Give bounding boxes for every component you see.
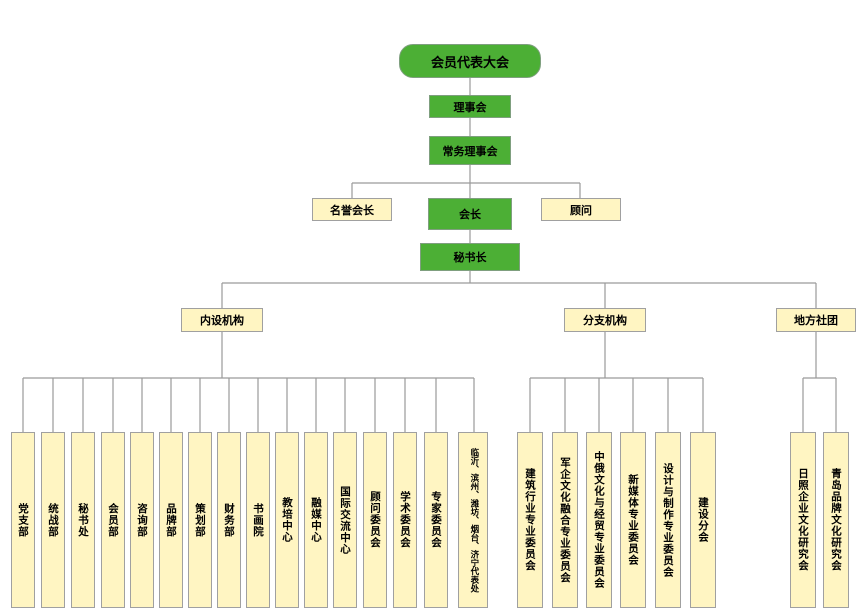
branch-unit: 中俄文化与经贸专业委员会 [586,432,612,608]
internal-unit: 咨询部 [130,432,154,608]
standing-council-node: 常务理事会 [429,136,511,165]
assembly-node: 会员代表大会 [399,44,541,78]
internal-unit: 专家委员会 [424,432,448,608]
council-node: 理事会 [429,95,511,118]
internal-unit: 财务部 [217,432,241,608]
internal-org-node: 内设机构 [181,308,263,332]
internal-unit: 统战部 [41,432,65,608]
branch-unit: 建筑行业专业委员会 [517,432,543,608]
internal-unit: 顾问委员会 [363,432,387,608]
branch-unit: 新媒体专业委员会 [620,432,646,608]
honorary-president-node: 名誉会长 [312,198,392,221]
internal-unit: 策划部 [188,432,212,608]
local-org-node: 地方社团 [776,308,856,332]
internal-unit: 会员部 [101,432,125,608]
local-unit: 青岛品牌文化研究会 [823,432,849,608]
advisor-node: 顾问 [541,198,621,221]
internal-unit: 教培中心 [275,432,299,608]
president-node: 会长 [428,198,512,230]
branch-unit: 设计与制作专业委员会 [655,432,681,608]
secretary-general-node: 秘书长 [420,243,520,271]
local-unit: 日照企业文化研究会 [790,432,816,608]
internal-unit: 党支部 [11,432,35,608]
branch-unit: 军企文化融合专业委员会 [552,432,578,608]
internal-unit: 品牌部 [159,432,183,608]
branch-unit: 建设分会 [690,432,716,608]
internal-unit: 学术委员会 [393,432,417,608]
internal-unit: 融媒中心 [304,432,328,608]
internal-unit: 书画院 [246,432,270,608]
branch-org-node: 分支机构 [564,308,646,332]
internal-unit: 临沂、滨州、潍坊、烟台、济宁代表处 [458,432,488,608]
internal-unit: 国际交流中心 [333,432,357,608]
internal-unit: 秘书处 [71,432,95,608]
